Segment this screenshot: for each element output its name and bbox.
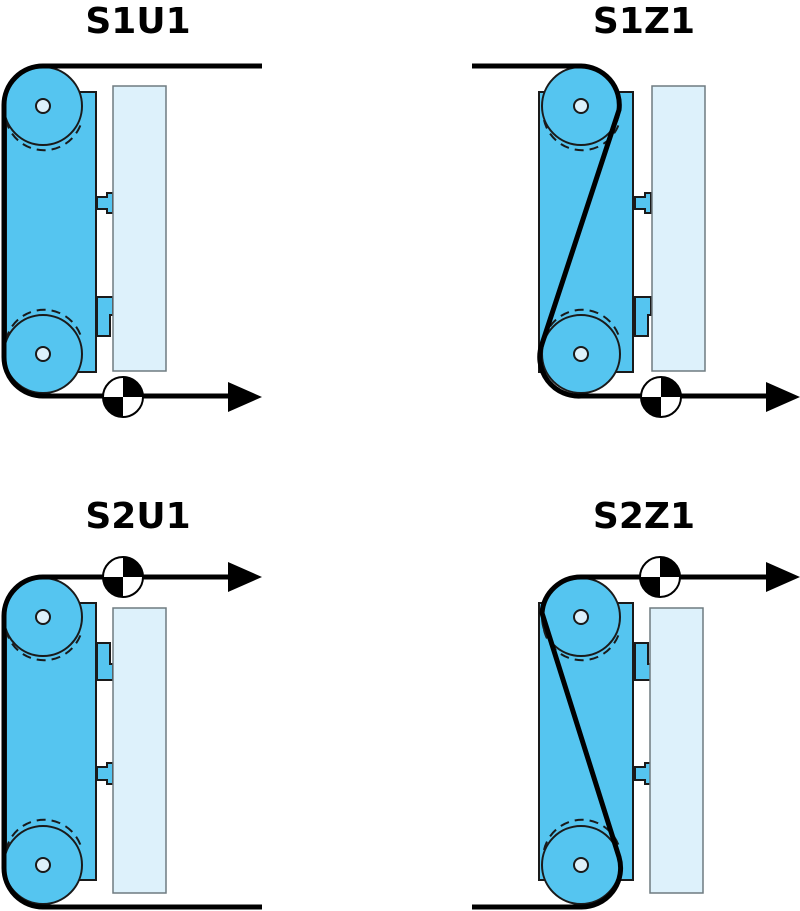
pulley-top-hub-icon xyxy=(573,98,589,114)
bracket-large xyxy=(96,296,114,337)
pulley-top-hidden-edge xyxy=(543,119,621,152)
panel-title: S1U1 xyxy=(85,1,191,42)
belt-drive-diagram xyxy=(1,556,262,910)
center-of-mass-icon xyxy=(102,556,144,598)
bracket-small xyxy=(634,762,652,785)
pulley-top-hub-icon xyxy=(35,98,51,114)
center-of-mass-icon xyxy=(640,376,682,418)
belt-drive-diagram xyxy=(1,63,262,418)
panel-s1z1: S1Z1 xyxy=(400,0,800,455)
panel-title: S2U1 xyxy=(85,496,191,537)
workpiece xyxy=(112,607,167,894)
pulley-bottom-hub-icon xyxy=(35,346,51,362)
pulley-bottom-hub-icon xyxy=(573,346,589,362)
pulley-bottom-hidden-edge xyxy=(5,308,83,341)
bracket-large xyxy=(96,642,114,681)
direction-arrow-right xyxy=(766,382,800,412)
belt xyxy=(472,63,770,399)
pulley-top-hub-icon xyxy=(573,609,589,625)
pulley-top-hub-icon xyxy=(35,609,51,625)
panel-s1u1: S1U1 xyxy=(0,0,400,455)
workpiece xyxy=(651,85,706,372)
direction-arrow-right xyxy=(228,562,262,592)
pulley-bottom-hidden-edge xyxy=(543,308,621,341)
bracket-small xyxy=(96,762,114,785)
belt xyxy=(1,63,262,399)
belt xyxy=(1,574,262,910)
bracket-small xyxy=(634,192,652,214)
belt xyxy=(472,574,770,910)
center-of-mass-icon xyxy=(639,556,681,598)
direction-arrow-right xyxy=(766,562,800,592)
pulley-bottom-hub-icon xyxy=(573,857,589,873)
belt-drive-diagram xyxy=(472,556,800,910)
pulley-bottom-hub-icon xyxy=(35,857,51,873)
workpiece xyxy=(649,607,704,894)
panel-s2u1: S2U1 xyxy=(0,480,400,911)
bracket-small xyxy=(96,192,114,214)
pulley-bottom-hidden-edge xyxy=(5,818,83,851)
panel-s2z1: S2Z1 xyxy=(400,480,800,911)
bracket-large xyxy=(634,642,652,681)
pulley-top-hidden-edge xyxy=(5,629,83,662)
direction-arrow-right xyxy=(228,382,262,412)
pulley-top-hidden-edge xyxy=(5,119,83,152)
pulley-top-hidden-edge xyxy=(543,629,621,662)
belt-drive-diagram xyxy=(472,63,800,418)
workpiece xyxy=(112,85,167,372)
panel-title: S1Z1 xyxy=(592,1,696,42)
panel-title: S2Z1 xyxy=(592,496,696,537)
center-of-mass-icon xyxy=(102,376,144,418)
bracket-large xyxy=(634,296,652,337)
